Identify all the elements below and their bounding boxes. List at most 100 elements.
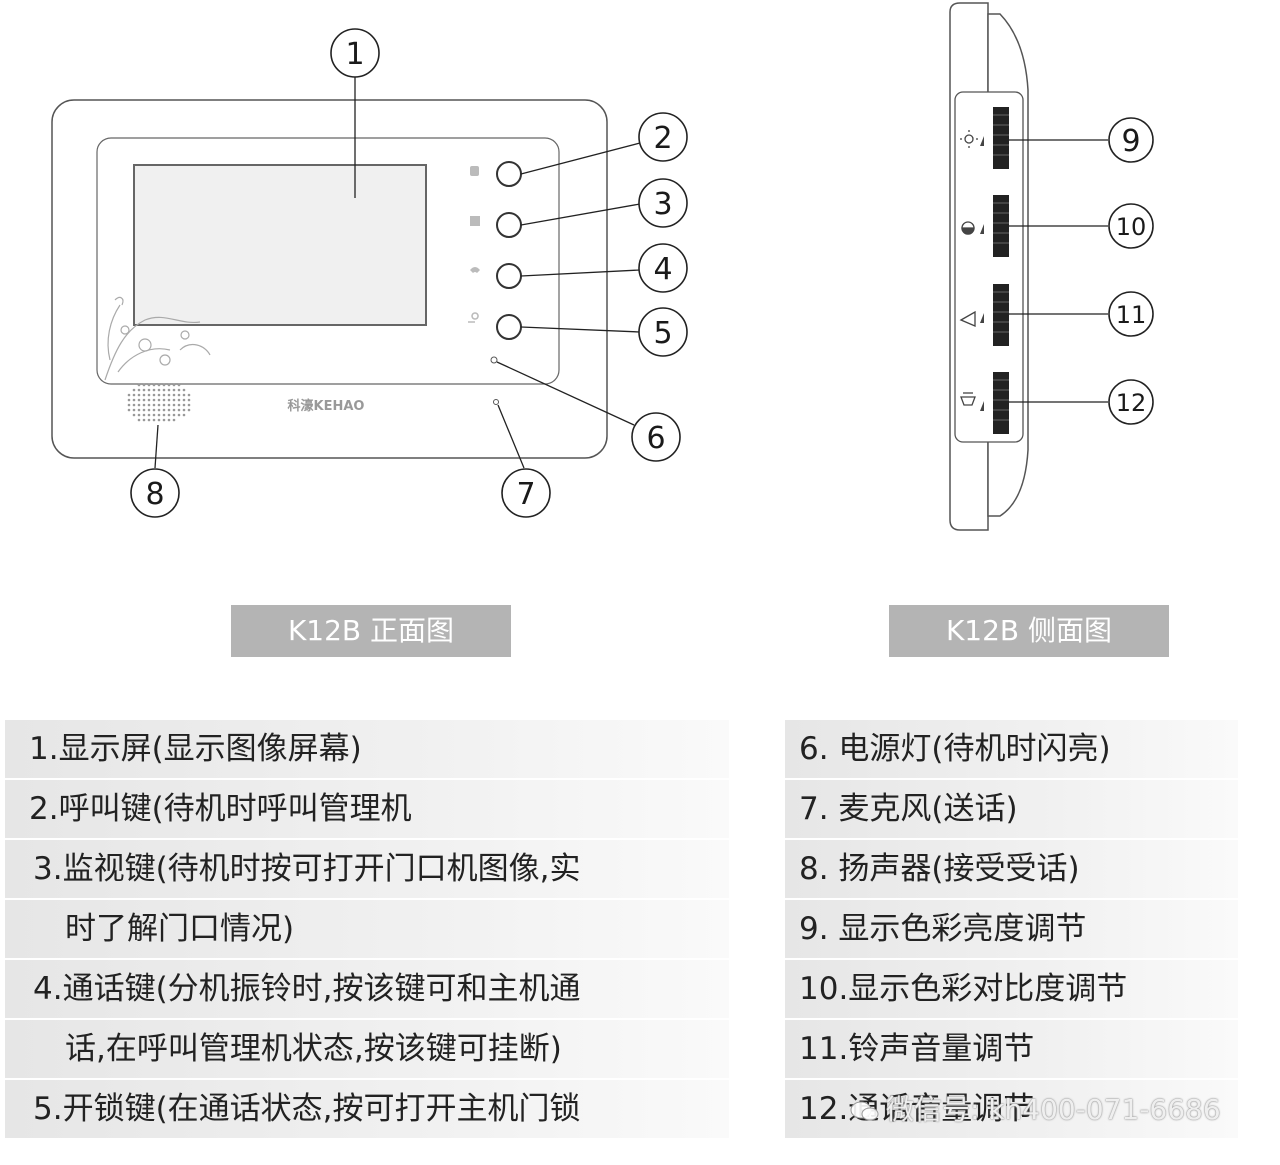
grille-dot [132, 403, 136, 407]
legend-row: 5.开锁键(在通话状态,按可打开主机门锁 [5, 1080, 729, 1138]
grille-dot [147, 388, 151, 392]
svg-text:7: 7 [516, 477, 535, 512]
grille-dot [157, 403, 161, 407]
monitor-button[interactable] [496, 212, 522, 238]
legend-row: 8. 扬声器(接受受话) [785, 840, 1238, 898]
grille-dot [147, 413, 151, 417]
side-view: 9 10 11 12 [949, 2, 1154, 531]
callout-9: 9 [1108, 117, 1154, 163]
grille-dot [142, 403, 146, 407]
grille-dot [137, 413, 141, 417]
svg-text:11: 11 [1116, 301, 1147, 329]
speaker-grille [127, 383, 191, 422]
talk-volume-wheel[interactable] [993, 372, 1009, 434]
ring-volume-wheel[interactable] [993, 284, 1009, 346]
callout-1: 1 [330, 28, 380, 78]
grille-dot [142, 398, 146, 402]
front-view: 科濠KEHAO [51, 28, 688, 518]
grille-dot [157, 393, 161, 397]
legend-text: 2.呼叫键(待机时呼叫管理机 [29, 791, 412, 827]
grille-dot [142, 413, 146, 417]
legend-row: 2.呼叫键(待机时呼叫管理机 [5, 780, 729, 838]
grille-dot [157, 413, 161, 417]
grille-dot [132, 398, 136, 402]
grille-dot [177, 408, 181, 412]
legend-text: 1.显示屏(显示图像屏幕) [29, 731, 362, 767]
grille-dot [147, 418, 151, 422]
grille-dot [132, 393, 136, 397]
grille-dot [162, 418, 166, 422]
talk-button[interactable] [496, 263, 522, 289]
call-button[interactable] [496, 161, 522, 187]
front-buttons [468, 161, 522, 405]
grille-dot [172, 383, 176, 387]
svg-text:12: 12 [1116, 389, 1147, 417]
legend-row: 9. 显示色彩亮度调节 [785, 900, 1238, 958]
grille-dot [187, 398, 191, 402]
grille-dot [177, 388, 181, 392]
right-legend-table: 6. 电源灯(待机时闪亮) 7. 麦克风(送话) 8. 扬声器(接受受话) 9.… [785, 720, 1238, 1140]
grille-dot [152, 408, 156, 412]
legend-text: 3.监视键(待机时按可打开门口机图像,实 [33, 851, 581, 887]
callout-4: 4 [638, 243, 688, 293]
grille-dot [162, 383, 166, 387]
level-icons [980, 136, 984, 411]
grille-dot [177, 398, 181, 402]
grille-dot [177, 403, 181, 407]
grille-dot [152, 418, 156, 422]
wechat-watermark: 微信号: kh400-071-6686 [850, 1088, 1221, 1128]
grille-dot [152, 413, 156, 417]
grille-dot [137, 383, 141, 387]
legend-row: 7. 麦克风(送话) [785, 780, 1238, 838]
legend-text: 时了解门口情况) [65, 911, 295, 947]
callout-2: 2 [638, 112, 688, 162]
grille-dot [152, 403, 156, 407]
front-leader-lines [154, 76, 641, 469]
grille-dot [172, 398, 176, 402]
brand-logo: 科濠KEHAO [288, 398, 365, 414]
microphone-hole [493, 399, 499, 405]
legend-row: 时了解门口情况) [5, 900, 729, 958]
callout-3: 3 [638, 178, 688, 228]
legend-row: 话,在呼叫管理机状态,按该键可挂断) [5, 1020, 729, 1078]
grille-dot [162, 413, 166, 417]
manager-icon [470, 166, 479, 176]
side-control-panel [954, 91, 1024, 443]
grille-dot [152, 398, 156, 402]
sun-icon [960, 130, 978, 148]
side-callouts: 9 10 11 12 [1108, 117, 1154, 425]
legend-text: 10.显示色彩对比度调节 [799, 971, 1128, 1007]
grille-dot [177, 383, 181, 387]
grille-dot [137, 388, 141, 392]
grille-dot [167, 398, 171, 402]
grille-dot [142, 418, 146, 422]
svg-text:5: 5 [653, 316, 672, 351]
legend-text: 11.铃声音量调节 [799, 1031, 1035, 1067]
grille-dot [162, 408, 166, 412]
wechat-icon [850, 1101, 879, 1121]
grille-dot [167, 413, 171, 417]
unlock-button[interactable] [496, 314, 522, 340]
legend-text: 话,在呼叫管理机状态,按该键可挂断) [65, 1031, 562, 1067]
brightness-wheel[interactable] [993, 107, 1009, 169]
callout-8: 8 [130, 468, 180, 518]
grille-dot [137, 398, 141, 402]
callout-11: 11 [1108, 291, 1154, 337]
grille-dot [147, 403, 151, 407]
contrast-wheel[interactable] [993, 195, 1009, 257]
callout-10: 10 [1108, 203, 1154, 249]
grille-dot [177, 413, 181, 417]
legend-text: 4.通话键(分机振铃时,按该键可和主机通 [33, 971, 581, 1007]
device-diagram: 科濠KEHAO [51, 2, 1154, 531]
grille-dot [132, 408, 136, 412]
grille-dot [182, 393, 186, 397]
svg-text:6: 6 [646, 421, 665, 456]
grille-dot [187, 408, 191, 412]
grille-dot [157, 398, 161, 402]
grille-dot [127, 393, 131, 397]
grille-dot [167, 388, 171, 392]
grille-dot [172, 408, 176, 412]
callout-5: 5 [638, 307, 688, 357]
side-leader-lines [1009, 139, 1108, 403]
side-wheels [993, 107, 1009, 434]
